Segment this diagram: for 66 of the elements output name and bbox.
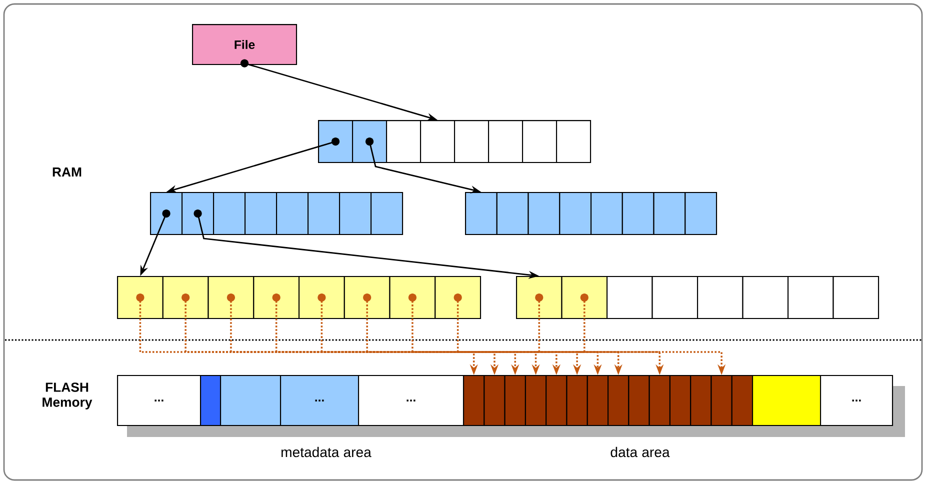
memory-cell — [208, 276, 254, 320]
flash-block — [200, 375, 222, 426]
flash-block — [220, 375, 282, 426]
memory-cell — [276, 192, 309, 236]
memory-cell — [697, 276, 744, 320]
memory-cell — [434, 276, 482, 320]
memory-cell — [652, 276, 698, 320]
area-label: metadata area — [282, 446, 372, 458]
data-block — [484, 375, 506, 426]
memory-cell — [742, 276, 789, 320]
memory-cell — [150, 192, 183, 236]
data-block — [710, 375, 732, 426]
memory-cell — [622, 192, 654, 236]
file-box: File — [192, 24, 298, 66]
memory-cell — [653, 192, 686, 236]
memory-cell — [352, 120, 388, 164]
memory-cell — [162, 276, 209, 320]
flash-block: ... — [820, 375, 894, 426]
area-label: data area — [610, 446, 670, 458]
flash-block: ... — [280, 375, 360, 426]
data-block — [546, 375, 568, 426]
memory-cell — [117, 276, 164, 320]
data-block — [524, 375, 547, 426]
memory-cell — [213, 192, 246, 236]
data-block — [731, 375, 754, 426]
memory-cell — [465, 192, 498, 236]
text-label: FLASH Memory — [42, 382, 92, 410]
memory-cell — [516, 276, 562, 320]
memory-cell — [182, 192, 214, 236]
data-block — [648, 375, 670, 426]
memory-cell — [344, 276, 390, 320]
data-block — [628, 375, 650, 426]
memory-cell — [488, 120, 524, 164]
memory-cell — [590, 192, 623, 236]
memory-cell — [308, 192, 340, 236]
memory-cell — [832, 276, 880, 320]
memory-cell — [253, 276, 300, 320]
memory-cell — [561, 276, 608, 320]
memory-cell — [420, 120, 456, 164]
memory-cell — [386, 120, 422, 164]
memory-cell — [298, 276, 345, 320]
data-block — [504, 375, 526, 426]
memory-cell — [556, 120, 592, 164]
data-block — [566, 375, 588, 426]
flash-block — [752, 375, 822, 426]
memory-cell — [522, 120, 558, 164]
data-block — [608, 375, 630, 426]
data-block — [690, 375, 712, 426]
flash-block: ... — [358, 375, 464, 426]
memory-cell — [788, 276, 834, 320]
data-block — [463, 375, 485, 426]
memory-cell — [559, 192, 592, 236]
memory-cell — [454, 120, 490, 164]
memory-cell — [684, 192, 718, 236]
memory-cell — [370, 192, 404, 236]
memory-cell — [606, 276, 653, 320]
memory-cell — [244, 192, 278, 236]
memory-cell — [339, 192, 372, 236]
data-block — [586, 375, 609, 426]
memory-cell — [389, 276, 436, 320]
flash-block: ... — [117, 375, 202, 426]
text-label: RAM — [52, 167, 82, 177]
memory-cell — [496, 192, 529, 236]
memory-cell — [528, 192, 560, 236]
memory-cell — [318, 120, 354, 164]
data-block — [669, 375, 692, 426]
